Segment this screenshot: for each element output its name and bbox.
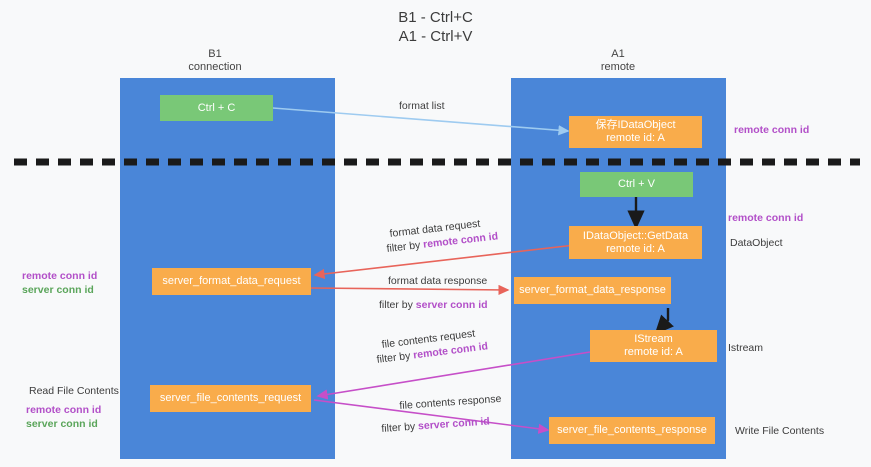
edge-label-format-data-response: format data response bbox=[388, 275, 488, 287]
edge-label-format-data-response-filter: filter by server conn id bbox=[379, 299, 488, 312]
filter-prefix: filter by bbox=[381, 420, 419, 435]
node-ctrl-v[interactable]: Ctrl + V bbox=[580, 172, 693, 197]
node-save-idataobject[interactable]: 保存IDataObject remote id: A bbox=[569, 116, 702, 148]
node-server-file-contents-request-label: server_file_contents_request bbox=[159, 392, 302, 404]
filter-prefix: filter by bbox=[386, 238, 424, 255]
node-ctrl-v-label: Ctrl + V bbox=[618, 178, 655, 190]
annotation-remote-conn-id-dataobject: remote conn id bbox=[728, 212, 804, 224]
node-istream-line1: IStream bbox=[634, 333, 673, 345]
node-save-idataobject-line1: 保存IDataObject bbox=[595, 119, 676, 131]
edge-label-format-list: format list bbox=[399, 100, 445, 112]
filter-prefix: filter by bbox=[379, 299, 416, 311]
node-server-file-contents-response[interactable]: server_file_contents_response bbox=[549, 417, 715, 444]
annotation-left-remote-conn-id-1: remote conn id bbox=[22, 270, 98, 282]
node-server-format-data-response-label: server_format_data_response bbox=[519, 284, 666, 296]
page-title: B1 - Ctrl+C A1 - Ctrl+V bbox=[398, 9, 473, 45]
edge-label-file-contents-response: file contents response bbox=[399, 392, 502, 412]
node-getdata-line1: IDataObject::GetData bbox=[582, 229, 689, 242]
node-server-file-contents-request[interactable]: server_file_contents_request bbox=[150, 385, 311, 412]
annotation-left-server-conn-id-2: server conn id bbox=[26, 418, 98, 430]
filter-key: server conn id bbox=[415, 299, 488, 311]
edge-label-file-contents-response-filter: filter by server conn id bbox=[381, 415, 490, 436]
node-ctrl-c[interactable]: Ctrl + C bbox=[160, 95, 273, 121]
lane-title-a1: A1 remote bbox=[600, 48, 636, 73]
node-server-format-data-request[interactable]: server_format_data_request bbox=[152, 268, 311, 295]
filter-key: server conn id bbox=[417, 415, 491, 433]
node-getdata[interactable]: IDataObject::GetData remote id: A bbox=[569, 226, 702, 259]
annotation-left-remote-conn-id-2: remote conn id bbox=[26, 404, 102, 416]
node-istream-line2: remote id: A bbox=[624, 346, 683, 358]
node-save-idataobject-line2: remote id: A bbox=[606, 132, 665, 144]
node-istream[interactable]: IStream remote id: A bbox=[590, 330, 717, 362]
node-server-file-contents-response-label: server_file_contents_response bbox=[557, 424, 707, 436]
node-server-format-data-request-label: server_format_data_request bbox=[162, 275, 301, 287]
lane-title-b1: B1 connection bbox=[188, 48, 242, 73]
arrow-format-data-response bbox=[309, 284, 510, 296]
node-getdata-line2: remote id: A bbox=[606, 242, 665, 255]
annotation-write-file-contents: Write File Contents bbox=[735, 425, 825, 437]
annotation-left-server-conn-id-1: server conn id bbox=[22, 284, 94, 296]
node-ctrl-c-label: Ctrl + C bbox=[197, 101, 236, 114]
annotation-dataobject: DataObject bbox=[730, 237, 783, 249]
node-server-format-data-response[interactable]: server_format_data_response bbox=[514, 277, 671, 304]
annotation-read-file-contents: Read File Contents bbox=[29, 385, 119, 397]
annotation-remote-conn-id-top: remote conn id bbox=[734, 124, 810, 136]
annotation-istream: Istream bbox=[728, 342, 764, 354]
